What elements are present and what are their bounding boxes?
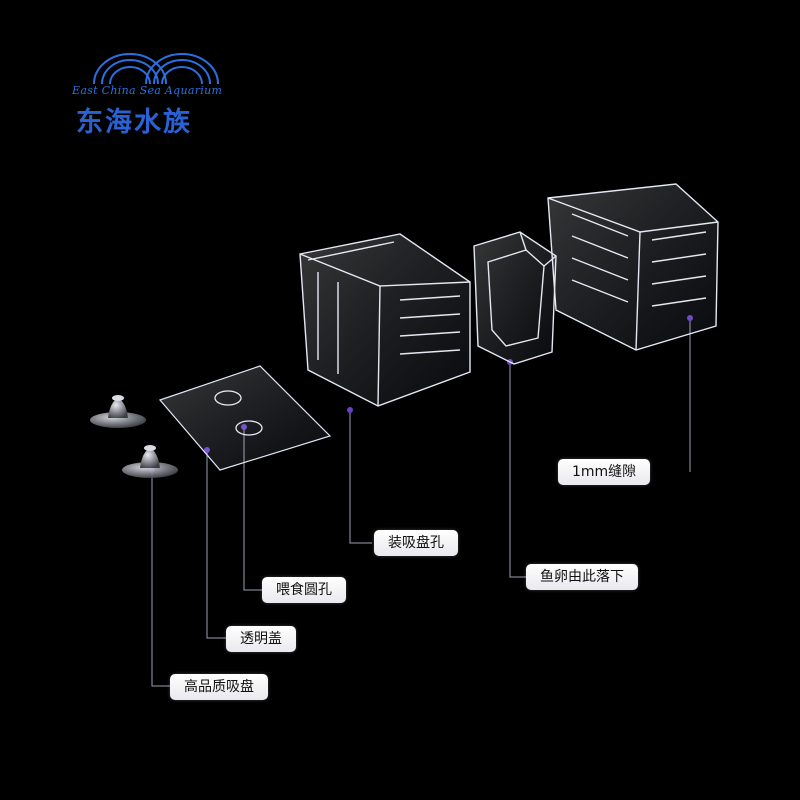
clear-lid <box>158 365 332 471</box>
label-suction-hole: 装吸盘孔 <box>374 530 458 556</box>
label-clear-lid: 透明盖 <box>226 626 296 652</box>
v-insert <box>473 231 557 365</box>
logo-english-name: East China Sea Aquarium <box>72 84 223 97</box>
label-suction-cup: 高品质吸盘 <box>170 674 268 700</box>
logo: East China Sea Aquarium 东海水族 <box>66 40 256 140</box>
suction-cup-top <box>90 395 146 428</box>
leader-lines <box>151 318 691 687</box>
breeder-box-front <box>299 233 471 407</box>
suction-cup-bottom <box>122 445 178 478</box>
breeder-box-rear <box>547 183 719 351</box>
label-feeding-hole: 喂食圆孔 <box>262 577 346 603</box>
label-egg-drop: 鱼卵由此落下 <box>526 564 638 590</box>
wave-arcs-icon <box>93 53 219 85</box>
logo-chinese-name: 东海水族 <box>76 107 192 138</box>
label-gap: 1mm缝隙 <box>558 459 651 485</box>
